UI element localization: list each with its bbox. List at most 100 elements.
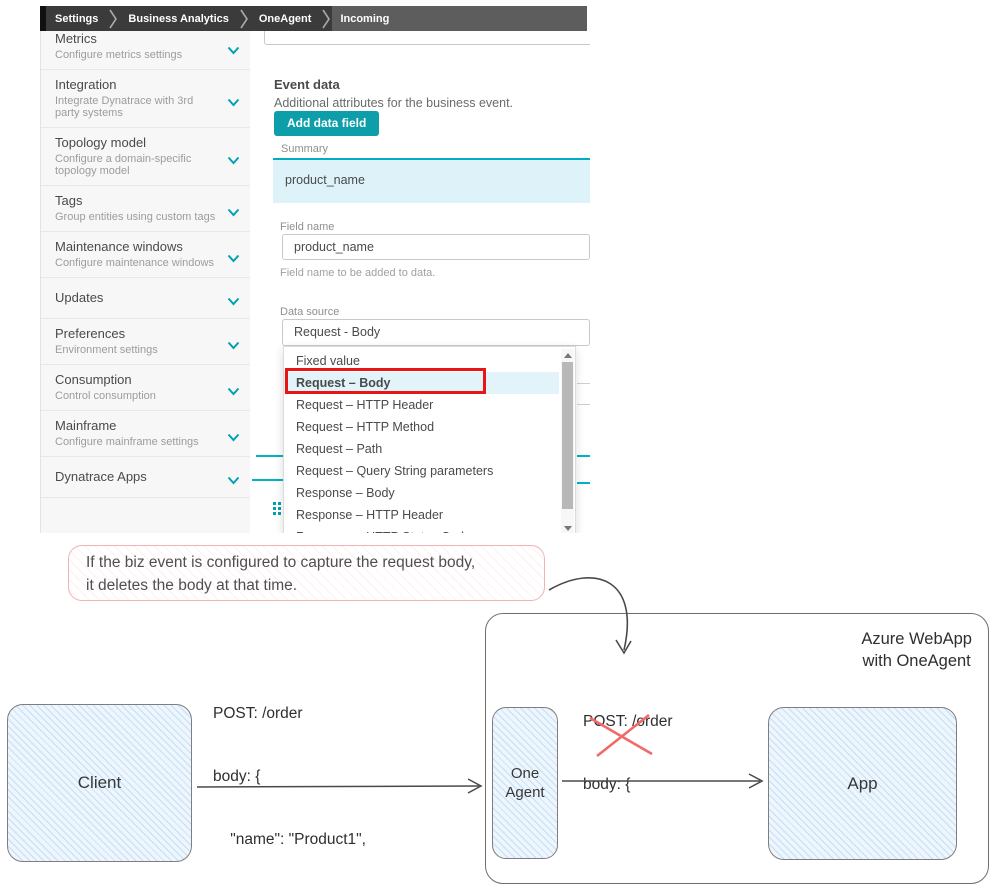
dropdown-option-request-query-string[interactable]: Request – Query String parameters (296, 464, 494, 478)
underlying-field-border (252, 479, 284, 481)
annotation-callout: If the biz event is configured to captur… (68, 545, 545, 601)
chevron-down-icon[interactable] (227, 250, 240, 268)
sidebar-item-dynatrace-apps[interactable]: Dynatrace Apps (41, 457, 250, 498)
code-line: POST: /order (583, 713, 673, 730)
code-line: "name": "Product1", (213, 831, 366, 848)
chevron-down-icon[interactable] (227, 383, 240, 401)
scrollbar-thumb[interactable] (562, 362, 573, 509)
azure-webapp-label: Azure WebApp with OneAgent (861, 628, 972, 672)
dropdown-scrollbar[interactable] (561, 349, 574, 533)
chevron-down-icon[interactable] (227, 42, 240, 60)
chevron-right-icon (107, 6, 119, 31)
sidebar-item-subtitle: Configure a domain-specific topology mod… (55, 153, 192, 177)
client-node: Client (7, 704, 192, 862)
chevron-down-icon[interactable] (227, 204, 240, 222)
dropdown-option-response-http-status-code[interactable]: Response – HTTP Status Code (284, 526, 559, 533)
dropdown-option-fixed-value[interactable]: Fixed value (296, 354, 360, 368)
azure-label-line: with OneAgent (862, 652, 971, 670)
sidebar-item-subtitle: Configure maintenance windows (55, 257, 214, 269)
settings-sidebar: Metrics Configure metrics settings Integ… (40, 31, 250, 533)
sidebar-item-title: Mainframe (55, 418, 117, 433)
azure-label-line: Azure WebApp (861, 630, 972, 648)
dropdown-option-request-http-method[interactable]: Request – HTTP Method (296, 420, 435, 434)
summary-label: Summary (281, 143, 329, 155)
chevron-right-icon (320, 6, 332, 31)
field-name-hint: Field name to be added to data. (280, 267, 436, 279)
add-data-field-button[interactable]: Add data field (274, 111, 380, 136)
drag-handle-icon[interactable] (273, 502, 281, 515)
event-data-heading: Event data (274, 77, 340, 92)
underlying-field-border (577, 404, 590, 405)
scroll-down-icon[interactable] (564, 526, 572, 531)
summary-panel[interactable]: product_name (273, 158, 590, 203)
dropdown-option-request-path[interactable]: Request – Path (296, 442, 383, 456)
callout-text-line: it deletes the body at that time. (86, 576, 298, 594)
sidebar-item-title: Integration (55, 77, 117, 92)
chevron-down-icon[interactable] (227, 293, 240, 311)
sidebar-item-topology-model[interactable]: Topology model Configure a domain-specif… (41, 128, 250, 186)
chevron-right-icon (238, 6, 250, 31)
code-line: body: { (583, 776, 631, 793)
client-label: Client (77, 773, 122, 792)
azure-webapp-container: Azure WebApp with OneAgent (485, 613, 989, 884)
sidebar-item-integration[interactable]: Integration Integrate Dynatrace with 3rd… (41, 70, 250, 128)
dropdown-option-response-body[interactable]: Response – Body (296, 486, 395, 500)
chevron-down-icon[interactable] (227, 472, 240, 490)
app-label: App (847, 773, 878, 793)
event-data-description: Additional attributes for the business e… (274, 96, 514, 110)
sidebar-item-subtitle: Configure metrics settings (55, 49, 183, 61)
underlying-field-border (577, 383, 590, 384)
sidebar-item-subtitle: Configure mainframe settings (55, 436, 199, 448)
sidebar-item-title: Updates (55, 290, 104, 305)
sidebar-item-subtitle: Group entities using custom tags (55, 211, 216, 223)
sidebar-item-mainframe[interactable]: Mainframe Configure mainframe settings (41, 411, 250, 457)
sidebar-item-updates[interactable]: Updates (41, 278, 250, 319)
sidebar-item-tags[interactable]: Tags Group entities using custom tags (41, 186, 250, 232)
underlying-field-border (577, 455, 590, 457)
breadcrumb-settings[interactable]: Settings (55, 12, 99, 25)
breadcrumb: Settings Business Analytics OneAgent Inc… (40, 6, 587, 31)
chevron-down-icon[interactable] (227, 337, 240, 355)
data-source-select[interactable]: Request - Body (282, 319, 590, 346)
sidebar-item-title: Dynatrace Apps (55, 469, 147, 484)
oneagent-node: One Agent (492, 707, 558, 859)
request-payload-left: POST: /order body: { "name": "Product1",… (213, 661, 366, 892)
field-name-input[interactable] (282, 234, 590, 260)
settings-main-panel: Event data Additional attributes for the… (250, 31, 590, 533)
field-name-label: Field name (280, 221, 335, 233)
scroll-up-icon[interactable] (564, 353, 572, 358)
chevron-down-icon[interactable] (227, 429, 240, 447)
sidebar-item-subtitle: Integrate Dynatrace with 3rd party syste… (55, 95, 194, 119)
truncated-top-input[interactable] (264, 31, 590, 45)
dropdown-option-request-http-header[interactable]: Request – HTTP Header (296, 398, 434, 412)
underlying-field-border (256, 455, 284, 457)
sidebar-item-subtitle: Environment settings (55, 344, 158, 356)
dropdown-option-response-http-header[interactable]: Response – HTTP Header (296, 508, 444, 522)
breadcrumb-incoming[interactable]: Incoming (340, 12, 390, 25)
sidebar-item-maintenance-windows[interactable]: Maintenance windows Configure maintenanc… (41, 232, 250, 278)
arrowhead (467, 778, 483, 794)
sidebar-item-title: Consumption (55, 372, 132, 387)
code-line (583, 837, 673, 858)
request-payload-right: POST: /order body: { } (583, 669, 673, 892)
sidebar-item-title: Metrics (55, 31, 97, 46)
sidebar-item-metrics[interactable]: Metrics Configure metrics settings (41, 31, 250, 70)
callout-text-line: If the biz event is configured to captur… (86, 554, 476, 571)
breadcrumb-oneagent[interactable]: OneAgent (258, 12, 312, 25)
chevron-down-icon[interactable] (227, 94, 240, 112)
code-line: POST: /order (213, 705, 303, 722)
summary-value: product_name (285, 173, 365, 187)
chevron-down-icon[interactable] (227, 152, 240, 170)
sidebar-item-consumption[interactable]: Consumption Control consumption (41, 365, 250, 411)
dropdown-option-request-body[interactable]: Request – Body (284, 372, 559, 394)
sidebar-item-title: Maintenance windows (55, 239, 183, 254)
sidebar-item-title: Preferences (55, 326, 126, 341)
breadcrumb-left-cap (40, 6, 46, 31)
breadcrumb-business-analytics[interactable]: Business Analytics (128, 12, 229, 25)
sidebar-item-title: Tags (55, 193, 83, 208)
app-node: App (768, 707, 957, 860)
sidebar-item-preferences[interactable]: Preferences Environment settings (41, 319, 250, 365)
underlying-field-border (577, 482, 590, 484)
data-source-label: Data source (280, 306, 340, 318)
